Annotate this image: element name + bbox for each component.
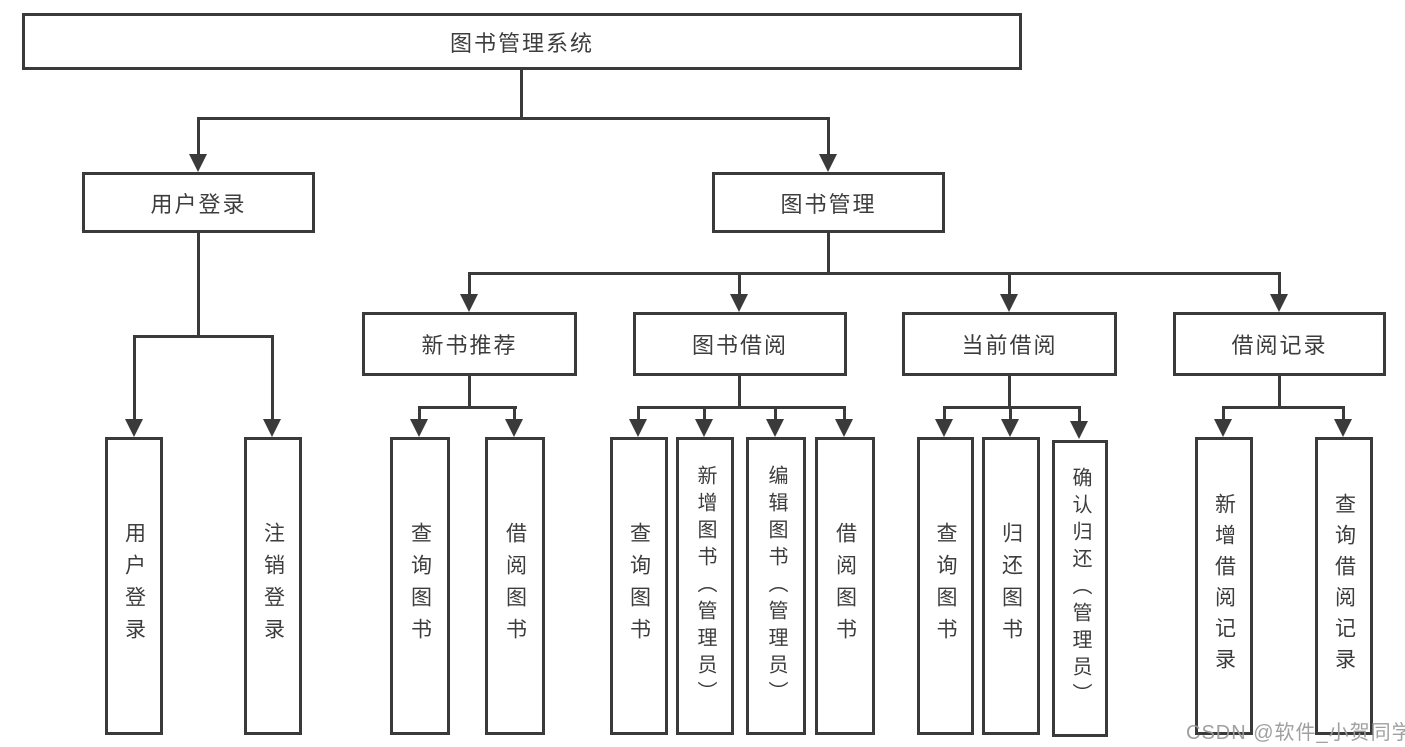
leaf-query-books-recommend: 查询图书 bbox=[390, 437, 450, 735]
arrow-down-icon bbox=[819, 154, 837, 172]
connector-vertical bbox=[468, 272, 471, 298]
node-library-system: 图书管理系统 bbox=[22, 13, 1022, 70]
connector-vertical bbox=[271, 335, 274, 421]
arrow-down-icon bbox=[189, 154, 207, 172]
leaf-query-books-current: 查询图书 bbox=[917, 437, 974, 735]
connector-vertical bbox=[738, 376, 741, 406]
node-book-borrowing: 图书借阅 bbox=[633, 312, 847, 376]
node-label: 新书推荐 bbox=[421, 333, 518, 358]
leaf-add-borrow-record: 新增借阅记录 bbox=[1195, 437, 1253, 735]
leaf-add-books-admin: 新增图书（管理员） bbox=[676, 437, 734, 735]
connector-vertical bbox=[1078, 406, 1081, 421]
leaf-label: 借阅图书 bbox=[833, 522, 857, 650]
leaf-label: 归还图书 bbox=[999, 522, 1023, 650]
connector-horizontal bbox=[1222, 406, 1345, 409]
node-book-management: 图书管理 bbox=[712, 172, 945, 233]
leaf-label: 新增借阅记录 bbox=[1212, 493, 1236, 679]
connector-vertical bbox=[1222, 406, 1225, 421]
arrow-down-icon bbox=[695, 419, 713, 437]
leaf-borrow-books-recommend: 借阅图书 bbox=[485, 437, 545, 735]
leaf-label: 注销登录 bbox=[261, 522, 285, 650]
leaf-confirm-return-admin: 确认归还（管理员） bbox=[1052, 440, 1108, 737]
arrow-down-icon bbox=[125, 419, 143, 437]
connector-vertical bbox=[827, 233, 830, 272]
leaf-label: 用户登录 bbox=[122, 522, 146, 650]
leaf-label: 新增图书（管理员） bbox=[694, 464, 716, 708]
connector-vertical bbox=[468, 376, 471, 406]
leaf-borrow-books: 借阅图书 bbox=[815, 437, 875, 735]
connector-vertical bbox=[843, 406, 846, 421]
connector-horizontal bbox=[418, 406, 517, 409]
csdn-watermark: CSDN @软件_小贺同学 bbox=[1186, 722, 1405, 744]
node-label: 图书借阅 bbox=[691, 333, 788, 358]
leaf-user-login: 用户登录 bbox=[105, 437, 163, 735]
arrow-down-icon bbox=[835, 419, 853, 437]
leaf-return-books: 归还图书 bbox=[982, 437, 1040, 735]
leaf-label: 查询图书 bbox=[408, 522, 432, 650]
connector-vertical bbox=[133, 335, 136, 421]
arrow-down-icon bbox=[410, 419, 428, 437]
leaf-label: 借阅图书 bbox=[503, 522, 527, 650]
arrow-down-icon bbox=[1001, 419, 1019, 437]
connector-horizontal bbox=[637, 406, 845, 409]
connector-vertical bbox=[774, 406, 777, 421]
arrow-down-icon bbox=[1270, 294, 1288, 312]
node-user-login: 用户登录 bbox=[82, 172, 315, 233]
node-new-book-recommend: 新书推荐 bbox=[362, 312, 577, 376]
arrow-down-icon bbox=[460, 294, 478, 312]
connector-vertical bbox=[1342, 406, 1345, 421]
connector-horizontal bbox=[133, 335, 274, 338]
connector-horizontal bbox=[468, 272, 1280, 275]
connector-vertical bbox=[1278, 272, 1281, 298]
connector-vertical bbox=[197, 117, 200, 157]
node-label: 当前借阅 bbox=[961, 333, 1058, 358]
node-label: 用户登录 bbox=[150, 191, 247, 217]
leaf-label: 确认归还（管理员） bbox=[1069, 467, 1091, 710]
connector-vertical bbox=[703, 406, 706, 421]
arrow-down-icon bbox=[766, 419, 784, 437]
node-borrowing-records: 借阅记录 bbox=[1173, 312, 1386, 376]
leaf-label: 查询图书 bbox=[934, 522, 957, 650]
connector-horizontal bbox=[197, 117, 830, 120]
connector-vertical bbox=[738, 272, 741, 298]
node-label: 图书管理系统 bbox=[449, 30, 594, 56]
node-label: 借阅记录 bbox=[1231, 333, 1328, 358]
arrow-down-icon bbox=[730, 294, 748, 312]
arrow-down-icon bbox=[505, 419, 523, 437]
arrow-down-icon bbox=[1000, 294, 1018, 312]
connector-horizontal bbox=[943, 406, 1081, 409]
connector-vertical bbox=[520, 70, 523, 118]
leaf-label: 查询图书 bbox=[627, 522, 651, 650]
arrow-down-icon bbox=[1334, 419, 1352, 437]
connector-vertical bbox=[1009, 406, 1012, 421]
arrow-down-icon bbox=[629, 419, 647, 437]
arrow-down-icon bbox=[1070, 421, 1088, 439]
leaf-label: 编辑图书（管理员） bbox=[765, 464, 787, 708]
connector-vertical bbox=[943, 406, 946, 421]
connector-vertical bbox=[418, 406, 421, 421]
leaf-query-borrow-record: 查询借阅记录 bbox=[1315, 437, 1373, 735]
leaf-logout: 注销登录 bbox=[244, 437, 302, 735]
connector-vertical bbox=[1008, 376, 1011, 406]
arrow-down-icon bbox=[1214, 419, 1232, 437]
connector-vertical bbox=[827, 117, 830, 157]
node-label: 图书管理 bbox=[780, 191, 877, 217]
arrow-down-icon bbox=[263, 419, 281, 437]
connector-vertical bbox=[197, 233, 200, 335]
node-current-borrowing: 当前借阅 bbox=[902, 312, 1117, 376]
leaf-label: 查询借阅记录 bbox=[1332, 493, 1356, 679]
leaf-query-books-borrowing: 查询图书 bbox=[610, 437, 668, 735]
leaf-edit-books-admin: 编辑图书（管理员） bbox=[746, 437, 806, 735]
arrow-down-icon bbox=[935, 419, 953, 437]
connector-vertical bbox=[1008, 272, 1011, 298]
connector-vertical bbox=[1278, 376, 1281, 406]
connector-vertical bbox=[637, 406, 640, 421]
connector-vertical bbox=[513, 406, 516, 421]
